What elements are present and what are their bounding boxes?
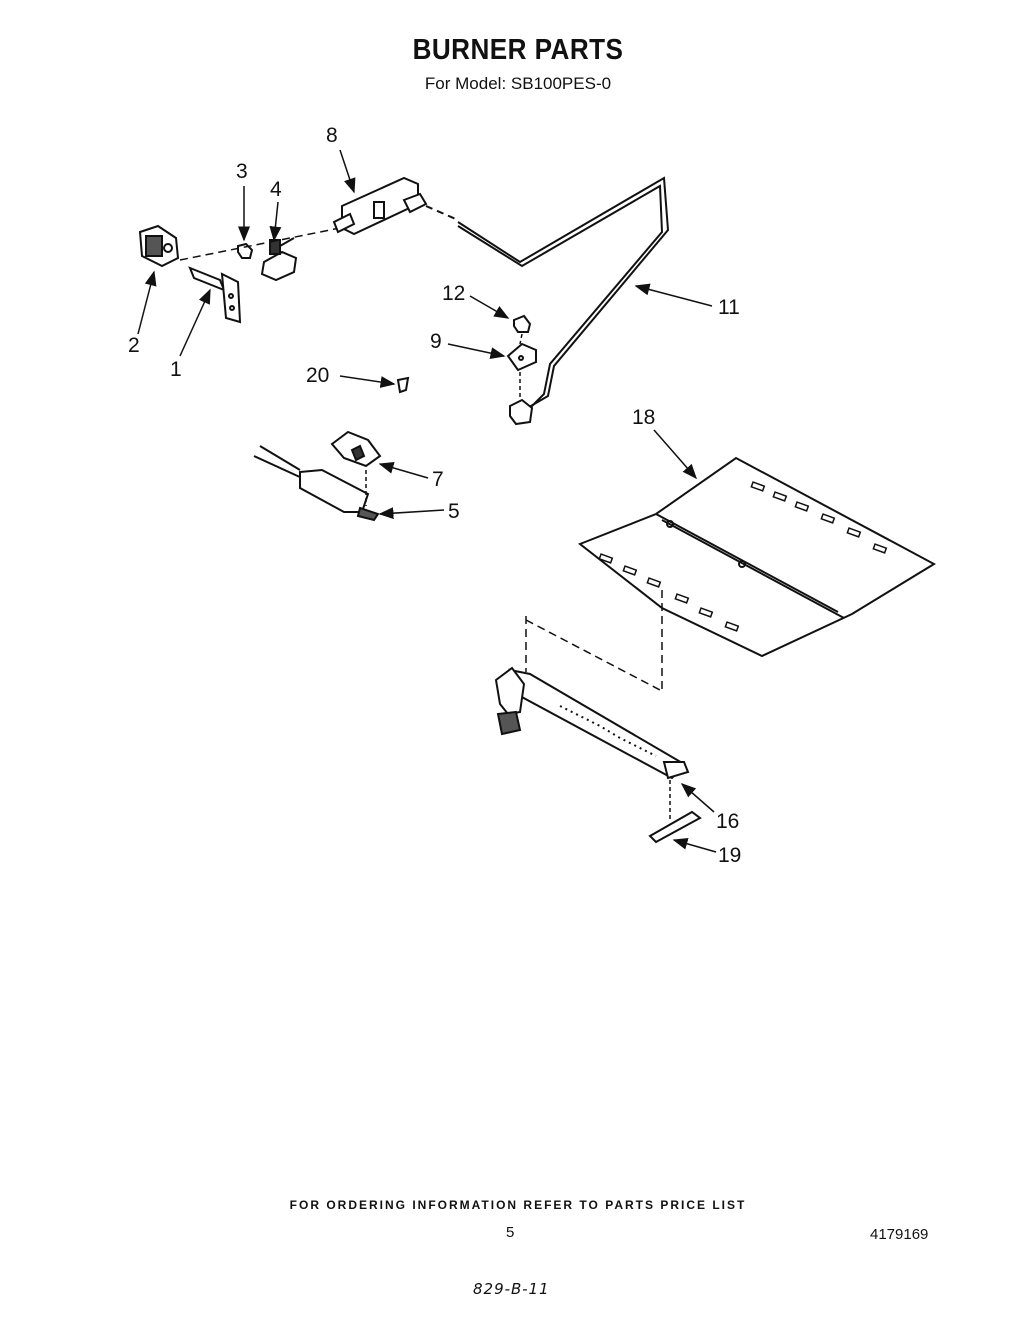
- handwritten-note: 829-B-11: [473, 1280, 550, 1298]
- part-11-pilot-tubing: [425, 176, 670, 415]
- part-18-baffle: [578, 456, 937, 658]
- part-4-orifice-hood: [260, 237, 298, 282]
- callout-16: 16: [716, 810, 739, 833]
- part-7-connector: [330, 430, 382, 468]
- part-19-strap: [648, 810, 702, 844]
- callout-11: 11: [718, 296, 740, 319]
- callout-18: 18: [632, 406, 655, 429]
- callout-20: 20: [306, 364, 329, 387]
- callout-12: 12: [442, 282, 465, 305]
- part-16-burner-tube: [494, 666, 690, 780]
- callout-19: 19: [718, 844, 741, 867]
- dash-line-valve-pilot: [179, 227, 341, 261]
- callout-9: 9: [430, 330, 442, 353]
- part-8-pilot-bracket: [332, 176, 428, 236]
- document-number: 4179169: [870, 1226, 929, 1243]
- dash-line-12-9: [519, 333, 523, 345]
- part-9-clip: [506, 342, 537, 372]
- callout-4: 4: [270, 178, 282, 201]
- part-2-valve-body: [138, 224, 180, 268]
- page-title: BURNER PARTS: [412, 34, 624, 66]
- tubing-fitting: [509, 398, 534, 426]
- model-line: For Model: SB100PES-0: [424, 74, 612, 93]
- part-1-manifold-bracket: [188, 266, 242, 324]
- callout-7: 7: [432, 468, 444, 491]
- callouts: 8 3 4 2 1 12 11 9 20 18 7 5 16 19: [128, 124, 741, 867]
- page-number: 5: [506, 1224, 515, 1241]
- ordering-note: FOR ORDERING INFORMATION REFER TO PARTS …: [289, 1198, 747, 1212]
- dash-lines-baffle-burner: [525, 590, 663, 691]
- callout-1: 1: [170, 358, 182, 381]
- part-3-nut: [237, 242, 254, 259]
- part-20-screw: [396, 376, 410, 394]
- callout-5: 5: [448, 500, 460, 523]
- callout-2: 2: [128, 334, 140, 357]
- callout-8: 8: [326, 124, 338, 147]
- part-5-igniter-lead: [253, 445, 380, 522]
- part-12-nut: [513, 314, 532, 333]
- callout-3: 3: [236, 160, 248, 183]
